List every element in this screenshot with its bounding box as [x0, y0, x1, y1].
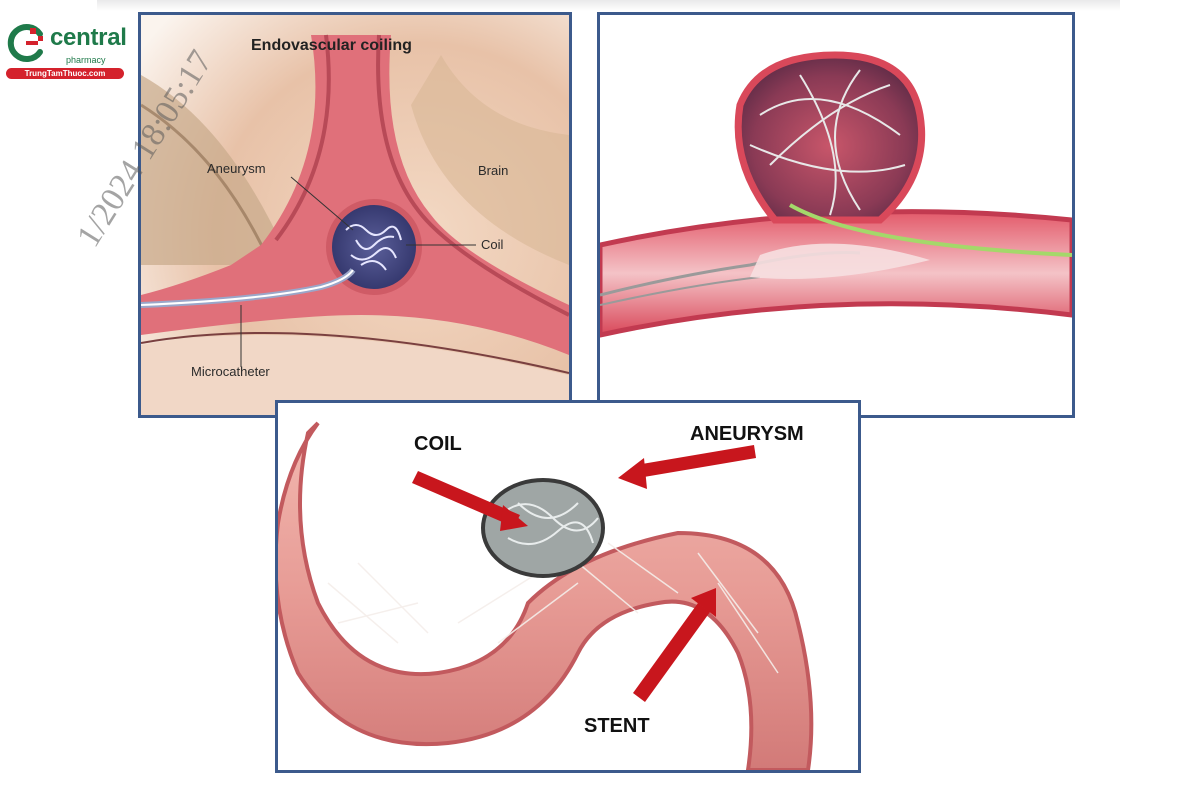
- logo-mark-icon: [7, 24, 43, 62]
- logo-url-badge: TrungTamThuoc.com: [6, 68, 124, 79]
- label-coil: Coil: [481, 237, 504, 252]
- coil-deployment-diagram: [600, 15, 1072, 415]
- coiling-diagram: [141, 15, 569, 415]
- panel-a-title: Endovascular coiling: [251, 37, 412, 54]
- top-band: [97, 0, 1120, 11]
- endovascular-coiling-illustration: Endovascular coiling Aneurysm Brain Coil…: [138, 12, 572, 418]
- logo-subtitle: pharmacy: [66, 55, 106, 65]
- logo-name: central: [50, 24, 127, 51]
- label-brain: Brain: [478, 163, 509, 178]
- arrows: [412, 445, 756, 702]
- label-aneurysm-caps: ANEURYSM: [690, 423, 804, 445]
- label-microcatheter: Microcatheter: [191, 364, 270, 379]
- coiled-aneurysm-shape: [481, 478, 605, 578]
- label-coil-caps: COIL: [414, 433, 462, 455]
- label-aneurysm: Aneurysm: [207, 161, 266, 176]
- brand-logo[interactable]: central pharmacy TrungTamThuoc.com: [6, 22, 130, 82]
- label-stent-caps: STENT: [584, 715, 650, 737]
- stent-assisted-coiling-illustration: COIL ANEURYSM STENT: [275, 400, 861, 773]
- coil-deployment-illustration: [597, 12, 1075, 418]
- stent-coil-diagram: [278, 403, 858, 770]
